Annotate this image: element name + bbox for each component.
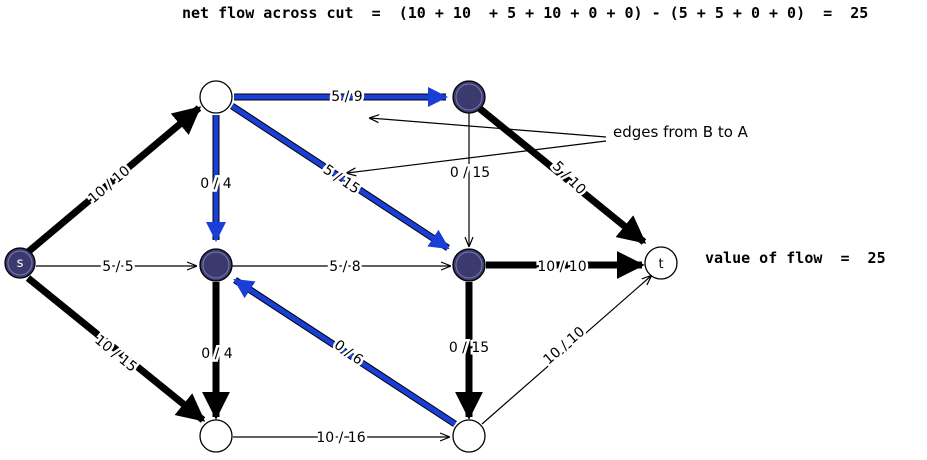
edge-v6-t (481, 276, 651, 425)
edge-label-v5-v6: 10 / 16 (316, 430, 365, 446)
node-v6 (452, 419, 486, 453)
edge-label-s-v4: 5 / 5 (102, 259, 133, 275)
node-v5 (199, 419, 233, 453)
edge-label-v2-t: 5 / 10 (549, 158, 589, 198)
node-v3 (452, 248, 486, 282)
edge-s-v1 (25, 105, 202, 255)
annotation-pointer-lower (347, 140, 607, 173)
annotation-edges-b-to-a: edges from B to A (613, 123, 749, 141)
node-label-t: t (658, 257, 663, 272)
edge-label-v1-v3: 5 / 15 (320, 162, 362, 198)
edge-label-s-v5: 10 / 15 (91, 332, 139, 375)
edge-label-v4-v5: 0 / 4 (201, 346, 233, 362)
edge-label-v3-v6: 0 / 15 (449, 340, 489, 356)
edge-label-v6-t: 10 / 10 (541, 324, 589, 368)
edge-label-s-v1: 10 / 10 (85, 163, 133, 207)
edge-label-v1-v4: 0 / 4 (200, 176, 232, 192)
net-flow-formula: net flow across cut = (10 + 10 + 5 + 10 … (182, 4, 869, 22)
node-label-s: s (17, 256, 24, 271)
edge-v6-v4 (233, 277, 457, 427)
edge-s-v5 (25, 275, 206, 423)
edge-label-v4-v3: 5 / 8 (329, 259, 360, 275)
value-of-flow: value of flow = 25 (705, 249, 886, 267)
edge-label-v2-v3: 0 / 15 (450, 165, 490, 181)
node-s: s (4, 247, 36, 279)
edge-v2-t (476, 105, 647, 245)
node-v4 (199, 248, 233, 282)
edge-v1-v3 (230, 103, 450, 251)
node-v2 (452, 80, 486, 114)
edge-label-v3-t: 10 / 10 (537, 259, 586, 275)
edge-label-v1-v2: 5 / 9 (331, 89, 362, 105)
node-v1 (199, 80, 233, 114)
annotation-pointer-upper (370, 118, 607, 138)
node-t: t (644, 246, 678, 280)
